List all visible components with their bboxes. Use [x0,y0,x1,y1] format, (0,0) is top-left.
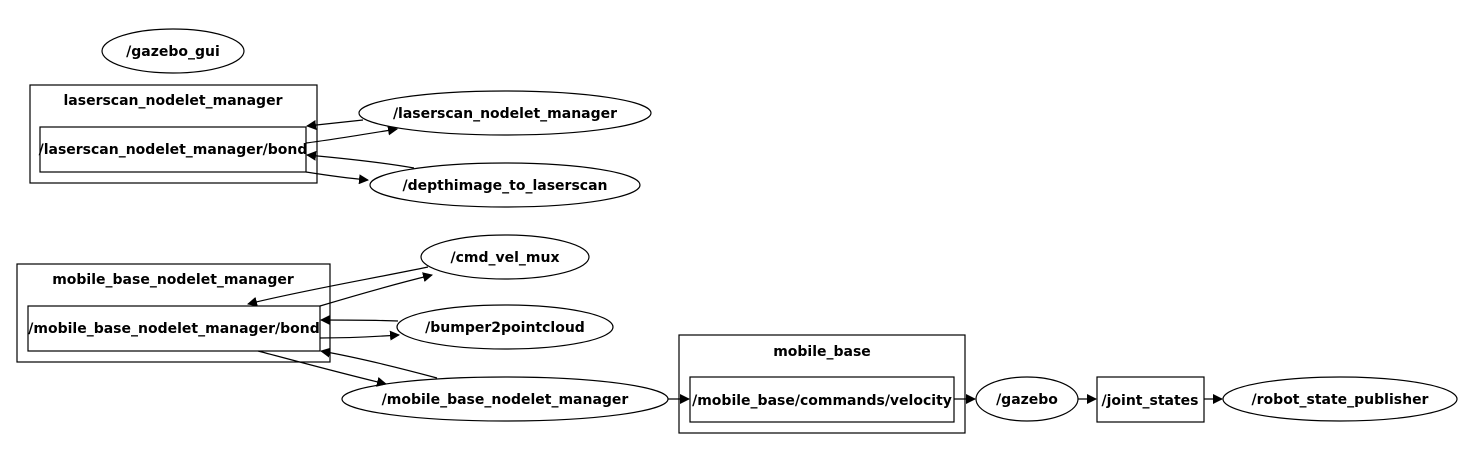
node-cmd-vel-mux[interactable]: /cmd_vel_mux [420,234,590,280]
topic-velocity[interactable]: /mobile_base/commands/velocity [689,376,955,423]
edge-bond-to-bumper [319,330,400,341]
edge-laserscan-manager-to-bond [306,119,364,130]
node-robot-state-publisher[interactable]: /robot_state_publisher [1222,376,1458,422]
cluster-mobile-base: mobile_base [678,334,966,434]
node-label: /cmd_vel_mux [450,250,559,266]
topic-label: /mobile_base_nodelet_manager/bond [28,321,319,337]
node-label: /bumper2pointcloud [425,320,585,336]
node-mobile-base-nodelet-manager[interactable]: /mobile_base_nodelet_manager [341,376,669,422]
edge-bond-to-mobile-manager [257,350,387,387]
edge-bond-to-cmd-vel-mux [319,272,433,307]
node-label: /robot_state_publisher [1252,392,1429,408]
cluster-laserscan-nodelet-manager: laserscan_nodelet_manager [29,84,318,184]
node-label: /laserscan_nodelet_manager [393,106,617,122]
topic-laserscan-bond[interactable]: /laserscan_nodelet_manager/bond [39,126,308,173]
edge-depthimage-to-bond [306,150,415,169]
node-label: /depthimage_to_laserscan [403,178,608,194]
node-laserscan-nodelet-manager[interactable]: /laserscan_nodelet_manager [358,90,652,136]
cluster-label-laserscan: laserscan_nodelet_manager [64,93,283,109]
edge-bond-to-depthimage [305,171,369,185]
cluster-mobile-base-nodelet-manager: mobile_base_nodelet_manager [16,263,331,363]
node-depthimage-to-laserscan[interactable]: /depthimage_to_laserscan [369,162,641,208]
node-bumper2pointcloud[interactable]: /bumper2pointcloud [396,304,614,350]
cluster-label-mobile-base-manager: mobile_base_nodelet_manager [52,272,294,288]
topic-label: /laserscan_nodelet_manager/bond [39,142,308,158]
cluster-label-mobile-base: mobile_base [773,344,871,360]
edge-mobile-manager-to-bond [320,347,438,379]
topic-joint-states[interactable]: /joint_states [1096,376,1205,423]
edge-bumper-to-bond [320,315,399,326]
topic-mobile-base-bond[interactable]: /mobile_base_nodelet_manager/bond [27,305,321,352]
topic-label: /mobile_base/commands/velocity [692,393,952,409]
edge-cmd-vel-mux-to-bond [247,266,429,307]
node-gazebo-gui[interactable]: /gazebo_gui [101,28,245,74]
node-label: /gazebo_gui [126,44,220,60]
node-label: /mobile_base_nodelet_manager [382,392,629,408]
node-label: /gazebo [996,392,1058,408]
topic-label: /joint_states [1102,393,1199,409]
node-gazebo[interactable]: /gazebo [975,376,1079,422]
edge-bond-to-laserscan-manager [305,125,398,144]
